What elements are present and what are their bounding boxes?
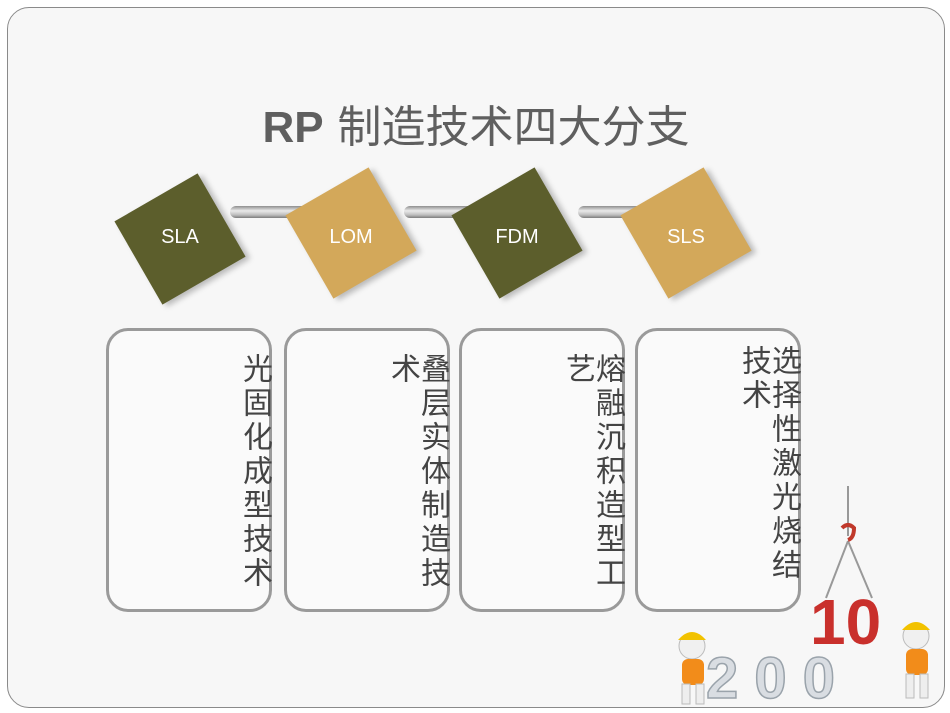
- title-prefix: RP: [262, 103, 324, 152]
- worker-right-icon: [902, 622, 930, 699]
- sla-label: SLA: [161, 226, 199, 248]
- number-digits: 2 0 0: [706, 646, 835, 707]
- lom-description-box: 叠层实体制造技术: [284, 328, 450, 612]
- sls-label: SLS: [667, 226, 705, 248]
- slide-title: RP 制造技术四大分支: [8, 100, 944, 156]
- sls-description: 选择性激光烧结技术: [736, 345, 801, 583]
- title-text: 制造技术四大分支: [323, 102, 690, 153]
- fdm-label: FDM: [495, 226, 539, 248]
- sla-description: 光固化成型技术: [237, 353, 272, 591]
- crane-hook-icon: [840, 523, 857, 542]
- sla-description-box: 光固化成型技术: [106, 328, 272, 612]
- worker-left-icon: [678, 632, 706, 705]
- fdm-description: 熔融沉积造型工艺: [560, 353, 625, 591]
- lom-label: LOM: [329, 226, 373, 248]
- construction-workers-illustration: 10 2 0 0: [678, 486, 930, 707]
- sls-description-box: 选择性激光烧结技术: [635, 328, 801, 612]
- crane-chain-icon: [825, 486, 873, 599]
- number-ten: 10: [810, 586, 881, 658]
- slide: RP 制造技术四大分支 SLA LOM FDM SLS 光固化成型技术 叠层实体…: [7, 7, 945, 708]
- fdm-description-box: 熔融沉积造型工艺: [459, 328, 625, 612]
- lom-description: 叠层实体制造技术: [385, 353, 450, 591]
